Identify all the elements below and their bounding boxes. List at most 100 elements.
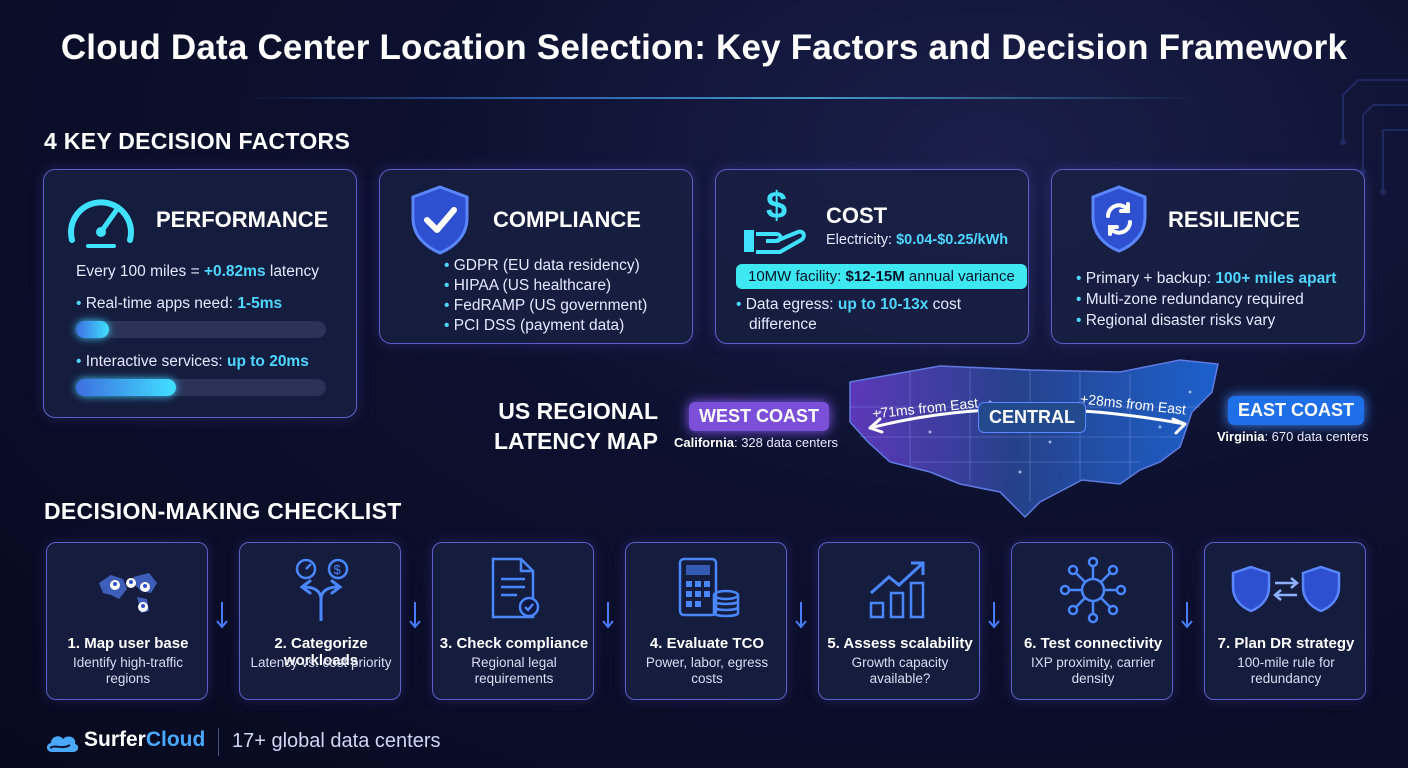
step-title: 4. Evaluate TCO [649,635,765,652]
realtime-label: Real-time apps need: [85,295,238,312]
svg-text:$: $ [334,562,342,577]
arrow-down-icon [1181,602,1193,629]
footer-divider [218,728,219,756]
step-desc: 100-mile rule for redundancy [1237,655,1335,686]
step-card-categorize-workloads: $ 2. Categorize workloads Latency vs. co… [239,542,401,700]
step-title: 1. Map user base [67,635,189,652]
east-coast-count: Virginia: 670 data centers [1217,429,1369,444]
map-title-line2: LATENCY MAP [494,428,658,454]
egress-label: Data egress: [745,296,838,313]
realtime-bar-fill [76,321,109,338]
step-desc: Growth capacity available? [851,655,949,686]
compliance-item: PCI DSS (payment data) [444,317,625,335]
world-map-users-icon [99,573,157,613]
factors-heading: 4 KEY DECISION FACTORS [44,128,351,154]
speed-cost-split-icon: $ [295,558,349,621]
svg-text:$: $ [766,185,787,227]
interactive-line: Interactive services: up to 20ms [76,353,309,371]
west-coast-badge: WEST COAST [689,402,829,431]
latency-value: +0.82ms [203,263,266,280]
step-card-map-user-base: 1. Map user base Identify high-traffic r… [46,542,208,700]
checklist-heading: DECISION-MAKING CHECKLIST [44,498,402,524]
network-hub-icon [1059,556,1127,624]
document-badge-icon [491,557,540,619]
compliance-title: COMPLIANCE [493,207,641,232]
cost-card: $ COST Electricity: $0.04-$0.25/kWh 10MW… [715,169,1029,344]
calculator-coins-icon [678,557,740,618]
resilience-item: Primary + backup: 100+ miles apart [1076,270,1337,288]
footer-tagline: 17+ global data centers [232,730,441,752]
egress-suffix: cost [928,296,962,313]
step-title: 6. Test connectivity [1023,635,1163,652]
step-card-check-compliance: 3. Check compliance Regional legal requi… [432,542,594,700]
cost-title: COST [826,203,888,228]
electricity-line: Electricity: $0.04-$0.25/kWh [826,232,1008,248]
interactive-bar [76,379,326,396]
compliance-card: COMPLIANCE GDPR (EU data residency) HIPA… [379,169,693,344]
electricity-value: $0.04-$0.25/kWh [896,232,1009,248]
speedometer-icon [68,199,134,248]
step-desc: Latency vs. cost priority [250,655,392,670]
interactive-label: Interactive services: [85,353,228,370]
cloud-logo-icon [46,736,79,752]
step-desc: Regional legal requirements [471,655,557,686]
egress-value: up to 10-13x [837,296,929,313]
footer-brand: SurferCloud [84,728,205,752]
interactive-value: up to 20ms [227,353,309,370]
step-title: 7. Plan DR strategy [1217,635,1355,652]
arrow-down-icon [795,602,807,629]
page-title: Cloud Data Center Location Selection: Ke… [60,28,1348,67]
east-count: : 670 data centers [1264,429,1369,444]
resilience-item1-value: 100+ miles apart [1215,270,1337,287]
realtime-value: 1-5ms [237,295,283,312]
west-count: : 328 data centers [733,435,839,450]
arrow-down-icon [602,602,614,629]
shield-refresh-icon [1091,185,1147,253]
step-desc: Power, labor, egress costs [645,655,769,686]
realtime-bar [76,321,326,338]
brand-part-a: Surfer [84,728,146,751]
step-desc: Identify high-traffic regions [72,655,184,686]
step-desc: IXP proximity, carrier density [1030,655,1156,686]
central-badge: CENTRAL [978,402,1086,433]
brand-part-b: Cloud [145,728,206,751]
resilience-card: RESILIENCE Primary + backup: 100+ miles … [1051,169,1365,344]
dollar-hand-icon: $ [744,185,806,254]
interactive-bar-fill [76,379,176,396]
west-state: California [674,435,734,450]
egress-line-2: difference [749,316,817,333]
resilience-item: Multi-zone redundancy required [1076,291,1304,309]
step-title: 5. Assess scalability [827,635,973,652]
performance-title: PERFORMANCE [156,207,329,232]
electricity-label: Electricity: [826,232,897,248]
performance-latency-line: Every 100 miles = +0.82ms latency [76,263,319,281]
pill-value: $12-15M [845,268,905,285]
compliance-item: FedRAMP (US government) [444,297,648,315]
pill-prefix: 10MW facility: [748,268,846,285]
resilience-item1-label: Primary + backup: [1085,270,1216,287]
step-title: 3. Check compliance [439,635,589,652]
compliance-item: GDPR (EU data residency) [444,257,640,275]
pill-suffix: annual variance [904,268,1015,285]
latency-suffix: latency [265,263,319,280]
east-state: Virginia [1217,429,1265,444]
resilience-item: Regional disaster risks vary [1076,312,1276,330]
growth-chart-icon [869,561,925,619]
dual-shield-icon [1231,565,1341,613]
step-title: 2. Categorize workloads [274,635,368,669]
performance-card: PERFORMANCE Every 100 miles = +0.82ms la… [43,169,357,418]
west-coast-count: California: 328 data centers [674,435,838,450]
egress-line: Data egress: up to 10-13x cost [736,296,961,314]
map-title: US REGIONAL LATENCY MAP [494,396,658,456]
arrow-down-icon [409,602,421,629]
map-title-line1: US REGIONAL [498,398,658,424]
arrow-down-icon [216,602,228,629]
step-card-evaluate-tco: 4. Evaluate TCO Power, labor, egress cos… [625,542,787,700]
compliance-item: HIPAA (US healthcare) [444,277,611,295]
step-card-assess-scalability: 5. Assess scalability Growth capacity av… [818,542,980,700]
facility-variance-pill: 10MW facility: $12-15M annual variance [736,264,1027,289]
step-card-test-connectivity: 6. Test connectivity IXP proximity, carr… [1011,542,1173,700]
realtime-line: Real-time apps need: 1-5ms [76,295,282,313]
latency-prefix: Every 100 miles = [76,263,204,280]
circuit-decoration [1340,79,1408,195]
